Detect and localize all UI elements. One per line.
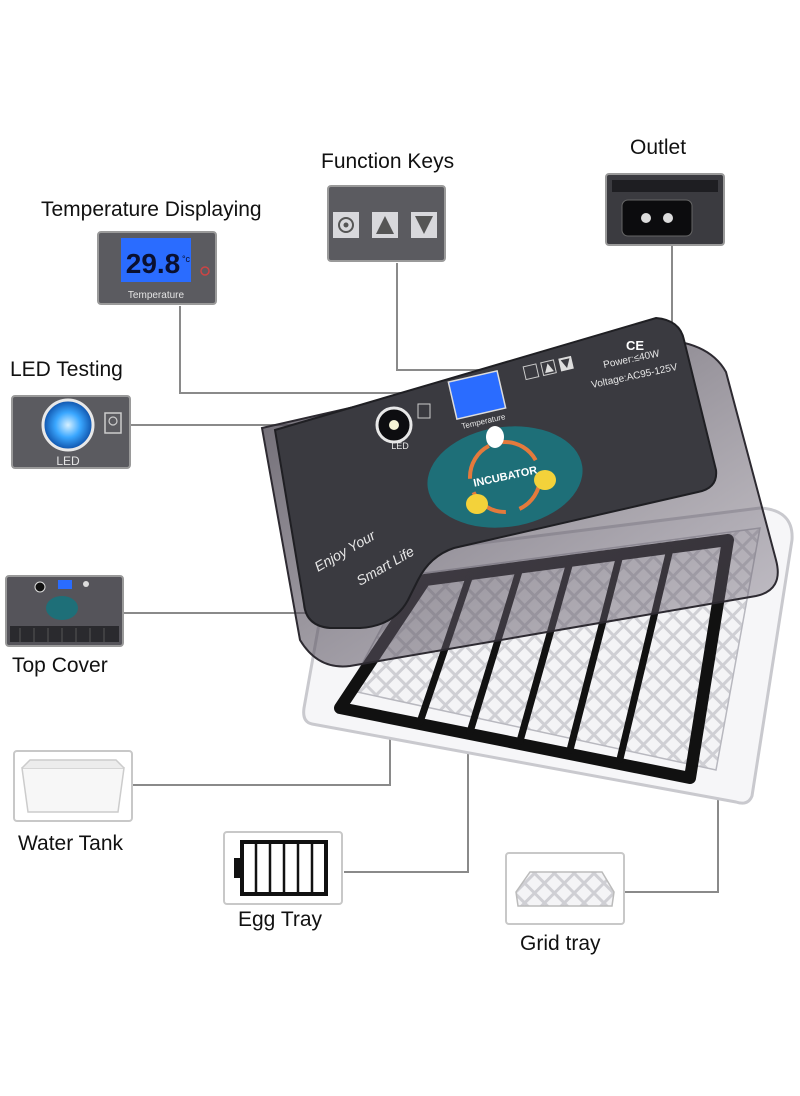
egg-icon [486, 426, 504, 448]
bulb-icon [108, 416, 118, 426]
leader-grid-tray [624, 770, 719, 893]
gear-icon [338, 217, 354, 233]
label-outlet: Outlet [630, 136, 687, 159]
label-temperature-displaying: Temperature Displaying [41, 198, 262, 221]
label-egg-tray: Egg Tray [238, 908, 323, 931]
label-grid-tray: Grid tray [520, 932, 601, 955]
thumbnail-led-testing: LED [11, 395, 131, 469]
ce-mark: CE [626, 338, 644, 353]
thumbnail-led-caption: LED [56, 454, 80, 468]
chick-icon-left [466, 494, 488, 514]
led-bulb-icon [41, 398, 95, 452]
leader-water-tank [133, 730, 391, 786]
thumbnail-outlet [605, 173, 725, 246]
thumbnail-temperature-display: 29.8 °c Temperature [97, 231, 217, 305]
down-arrow-icon [415, 216, 433, 234]
leader-egg-tray [344, 745, 469, 873]
thumbnail-egg-tray [223, 831, 343, 905]
power-socket-icon [621, 199, 693, 237]
panel-led-label: LED [391, 441, 409, 451]
chick-icon-right [534, 470, 556, 490]
thumbnail-top-cover [5, 575, 124, 647]
up-arrow-icon [376, 216, 394, 234]
lcd-unit: °c [182, 254, 191, 264]
control-panel: LED Temperature CE Power:≤40W Voltage:AC… [273, 316, 718, 629]
leader-function-keys [396, 263, 520, 371]
label-led-testing: LED Testing [10, 358, 123, 381]
thumbnail-function-keys [327, 185, 446, 262]
thumbnail-water-tank [13, 750, 133, 822]
thumbnail-grid-tray [505, 852, 625, 925]
label-top-cover: Top Cover [12, 654, 108, 677]
lcd-reading: 29.8 [126, 248, 181, 279]
panel-lcd [447, 369, 507, 421]
label-water-tank: Water Tank [18, 832, 124, 855]
label-function-keys: Function Keys [321, 150, 455, 173]
lcd-screen [121, 238, 191, 282]
thumbnail-temperature-caption: Temperature [128, 290, 185, 301]
